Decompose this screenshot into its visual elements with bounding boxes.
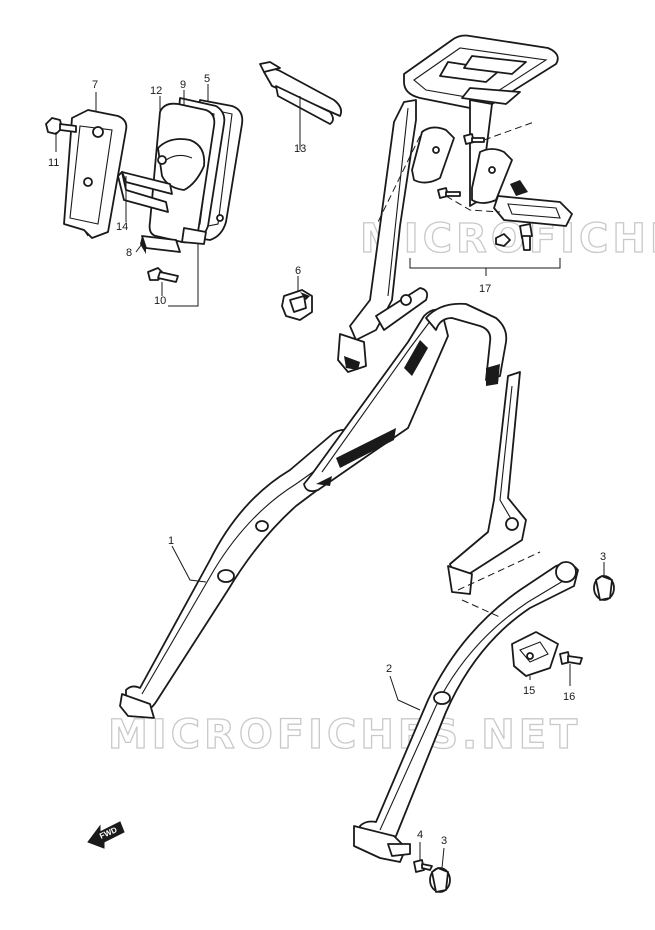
handle-frame-part-1: [119, 302, 508, 719]
callout-15: 15: [523, 685, 535, 697]
handle-frame-part-2: [353, 371, 579, 863]
callout-16: 16: [563, 691, 575, 703]
rubber-block-part-8: [140, 235, 181, 254]
grommet-part-6: [281, 289, 313, 321]
rack-assembly-part-17: [337, 34, 573, 373]
clip-part-13: [259, 61, 343, 125]
callout-12: 12: [150, 85, 162, 97]
callout-10: 10: [154, 295, 166, 307]
callout-4: 4: [417, 829, 423, 841]
callout-3-upper: 3: [600, 551, 606, 563]
leader-lines: [55, 84, 605, 869]
callout-6: 6: [295, 265, 301, 277]
fwd-arrow: FWD: [87, 821, 125, 849]
callout-11: 11: [48, 157, 59, 169]
callout-5: 5: [204, 73, 210, 85]
watermark-lower: MICROFICHES.NET: [108, 712, 581, 758]
callout-14: 14: [116, 221, 128, 233]
bracket-part-15: [511, 631, 559, 677]
bolt-part-4: [413, 859, 433, 873]
callout-1: 1: [168, 535, 174, 547]
bolt-part-16: [559, 651, 583, 665]
callout-2: 2: [386, 663, 392, 675]
callout-9: 9: [180, 79, 186, 91]
callout-3-lower: 3: [441, 835, 447, 847]
callout-13: 13: [294, 143, 306, 155]
callout-7: 7: [92, 79, 98, 91]
bolt-part-10: [147, 267, 179, 283]
callout-8: 8: [126, 247, 132, 259]
end-cap-part-3-upper: [593, 575, 615, 601]
end-cap-part-3-lower: [429, 867, 451, 893]
cover-plate-part-7: [63, 109, 128, 239]
callout-17: 17: [479, 283, 491, 295]
bolt-part-11: [45, 117, 77, 135]
